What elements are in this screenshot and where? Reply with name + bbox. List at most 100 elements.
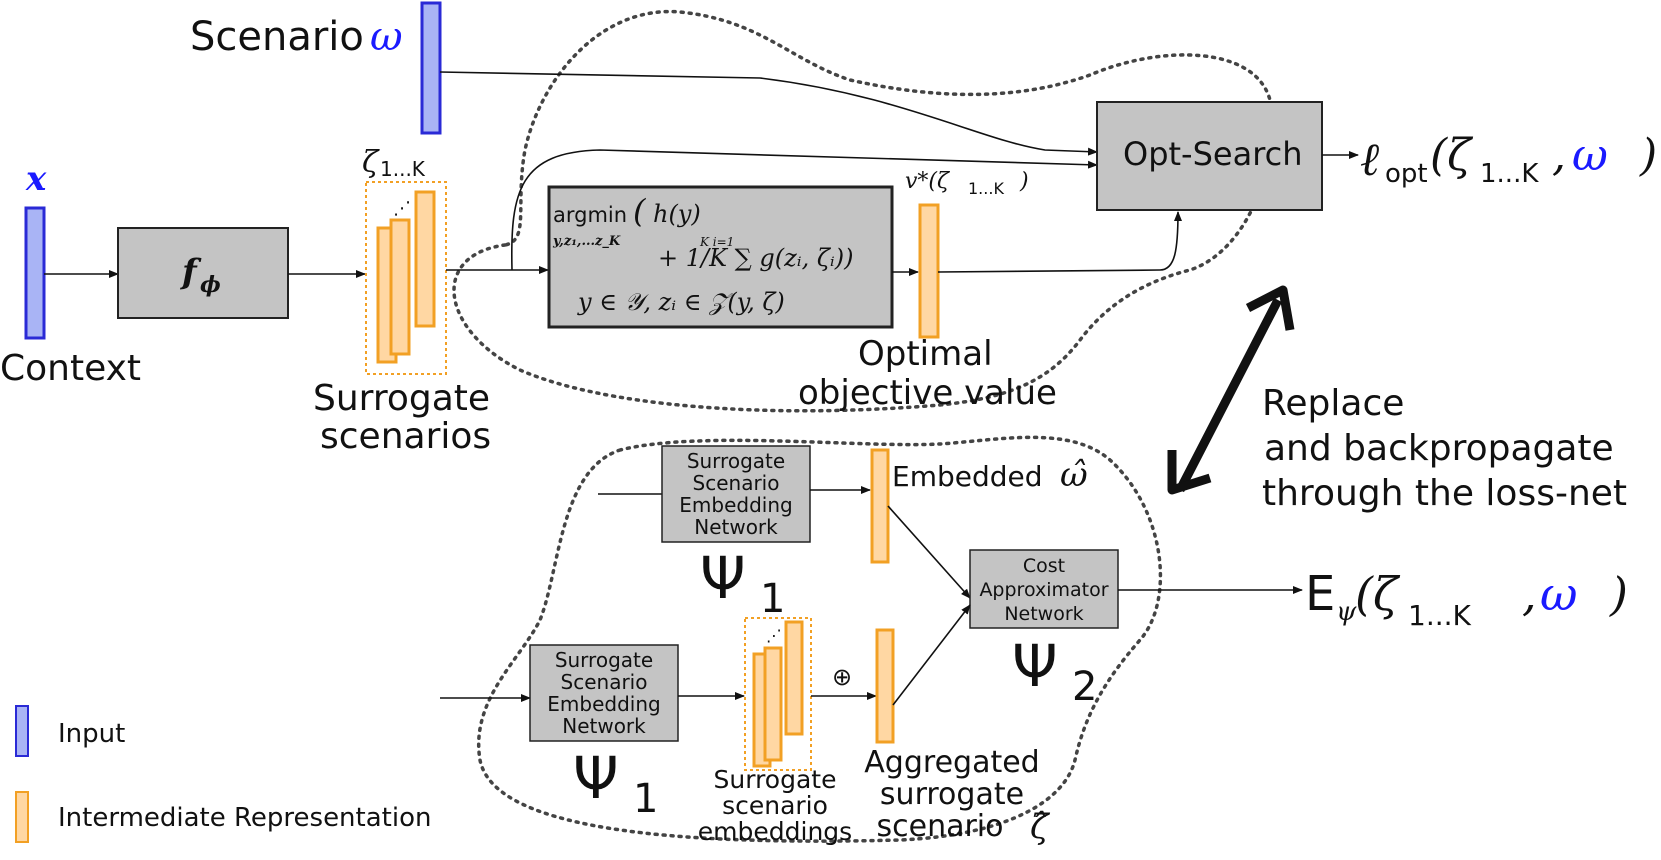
zeta-label: ζ xyxy=(362,145,380,180)
aggregated-bar xyxy=(875,628,895,744)
arrow-scenarios-to-optsearch xyxy=(510,149,1098,271)
embedding-bar-3 xyxy=(784,620,804,736)
optimal-label-1: Optimal xyxy=(858,334,993,374)
embedded-label: Embedded xyxy=(892,460,1043,493)
loss-open: (ζ xyxy=(1430,130,1474,181)
vstar-close: ) xyxy=(1019,169,1029,194)
zeta-hat: ζ̂ xyxy=(1030,807,1051,847)
legend-intermediate-swatch xyxy=(15,791,29,843)
loss-net-region-boundary xyxy=(476,435,1163,843)
sse-network-bottom xyxy=(529,644,679,742)
argmin-constraint: y ∈ 𝒴, zᵢ ∈ 𝒵(y, ζ) xyxy=(577,288,785,316)
surrogate-scenarios-group xyxy=(365,181,447,375)
surr-emb-label-3: embeddings xyxy=(698,817,852,846)
e-omega: ω xyxy=(1540,567,1578,621)
sse-top-line-4: Network xyxy=(694,515,778,539)
argmin-box xyxy=(547,185,894,329)
arrow-aggregated-to-cost xyxy=(892,604,971,706)
psi1-bottom: Ψ xyxy=(573,744,619,812)
argmin-sum: + 1/K ∑ g(zᵢ, ζᵢ)) xyxy=(658,244,853,272)
oplus-symbol: ⊕ xyxy=(832,663,852,691)
replace-label-1: Replace xyxy=(1262,383,1404,424)
argmin-open-paren: ( xyxy=(633,192,647,230)
sse-bottom-line-2: Scenario xyxy=(561,670,648,694)
loss-comma: , xyxy=(1552,130,1566,181)
f-phi-label: f xyxy=(180,252,202,292)
arrow-embedded-to-cost xyxy=(887,505,971,599)
e-close: ) xyxy=(1609,567,1628,621)
sse-bottom-line-4: Network xyxy=(562,714,646,738)
f-phi-box xyxy=(117,227,289,319)
x-label: x xyxy=(25,159,47,199)
embedded-omega-bar xyxy=(870,448,890,564)
psi2: Ψ xyxy=(1012,632,1058,700)
sse-bottom-line-3: Embedding xyxy=(547,692,660,716)
context-label: Context xyxy=(0,348,141,389)
dots-ellipsis: ⋰ xyxy=(393,198,411,219)
vstar-label: v*(ζ xyxy=(905,169,951,194)
replace-label-2: and backpropagate xyxy=(1264,428,1614,469)
psi1-top: Ψ xyxy=(700,544,746,612)
cost-line-3: Network xyxy=(1004,603,1083,625)
embedding-dots: ⋰ xyxy=(766,626,782,645)
psi2-sub: 2 xyxy=(1072,664,1097,710)
legend-input-swatch xyxy=(15,705,29,757)
argmin-sum-limits: K i=1 xyxy=(699,235,734,249)
e-open: (ζ xyxy=(1355,567,1401,621)
embedding-bar-2 xyxy=(763,646,783,762)
cost-line-1: Cost xyxy=(1023,555,1065,577)
context-input-bar xyxy=(24,206,46,340)
argmin-sub: y,z₁,...z_K xyxy=(552,234,621,249)
replace-label-3: through the loss-net xyxy=(1262,473,1627,514)
sse-top-line-1: Surrogate xyxy=(687,449,785,473)
surrogate-scenarios-label-2: scenarios xyxy=(320,416,491,457)
replace-arrowhead-top xyxy=(1245,285,1295,331)
cost-approximator-box xyxy=(969,549,1119,629)
embedded-omega-hat: ω̂ xyxy=(1060,455,1088,495)
surrogate-bar-3 xyxy=(414,190,436,328)
replace-arrowhead-bottom xyxy=(1167,450,1212,495)
f-phi-sub: ϕ xyxy=(200,272,221,298)
legend-intermediate-label: Intermediate Representation xyxy=(58,803,431,833)
e-psi: E xyxy=(1305,566,1335,622)
scenario-label: Scenario xyxy=(190,14,364,60)
surr-emb-label-2: scenario xyxy=(722,791,828,820)
optimal-label-2: objective value xyxy=(798,373,1057,413)
surrogate-bar-2 xyxy=(389,218,411,356)
e-psi-sub: ψ xyxy=(1336,597,1357,627)
surrogate-embeddings-group xyxy=(744,617,812,771)
vstar-bar xyxy=(918,203,940,339)
argmin-word: argmin xyxy=(553,203,627,227)
cost-line-2: Approximator xyxy=(979,579,1108,601)
opt-search-box xyxy=(1096,101,1323,211)
sse-network-top xyxy=(661,445,811,543)
arrow-omega-to-optsearch xyxy=(439,71,1098,156)
agg-label-3: scenario xyxy=(876,809,1003,844)
psi1-bottom-sub: 1 xyxy=(633,776,658,822)
sse-top-line-3: Embedding xyxy=(679,493,792,517)
loss-ell: ℓ xyxy=(1360,132,1380,186)
e-comma: , xyxy=(1522,567,1537,621)
psi1-top-sub: 1 xyxy=(760,576,785,622)
legend-input-label: Input xyxy=(58,719,125,749)
agg-label-1: Aggregated xyxy=(864,745,1039,780)
arrow-vstar-to-optsearch xyxy=(937,211,1182,273)
loss-close: ) xyxy=(1639,130,1657,181)
scenario-omega: ω xyxy=(370,14,403,60)
sse-top-line-2: Scenario xyxy=(693,471,780,495)
vstar-sub: 1...K xyxy=(968,179,1004,198)
sse-bottom-line-1: Surrogate xyxy=(555,648,653,672)
surrogate-scenarios-label-1: Surrogate xyxy=(313,378,490,419)
opt-search-label: Opt-Search xyxy=(1123,135,1303,173)
agg-label-2: surrogate xyxy=(880,777,1024,812)
loss-k: 1...K xyxy=(1480,159,1539,189)
replace-double-arrow-shaft xyxy=(1176,297,1282,493)
zeta-sub: 1...K xyxy=(380,157,426,181)
loss-opt-sub: opt xyxy=(1385,159,1428,189)
loss-omega: ω xyxy=(1572,130,1608,181)
argmin-h: h(y) xyxy=(653,200,701,228)
surr-emb-label-1: Surrogate xyxy=(714,765,837,794)
e-k: 1...K xyxy=(1408,599,1472,632)
scenario-input-bar xyxy=(420,1,442,135)
